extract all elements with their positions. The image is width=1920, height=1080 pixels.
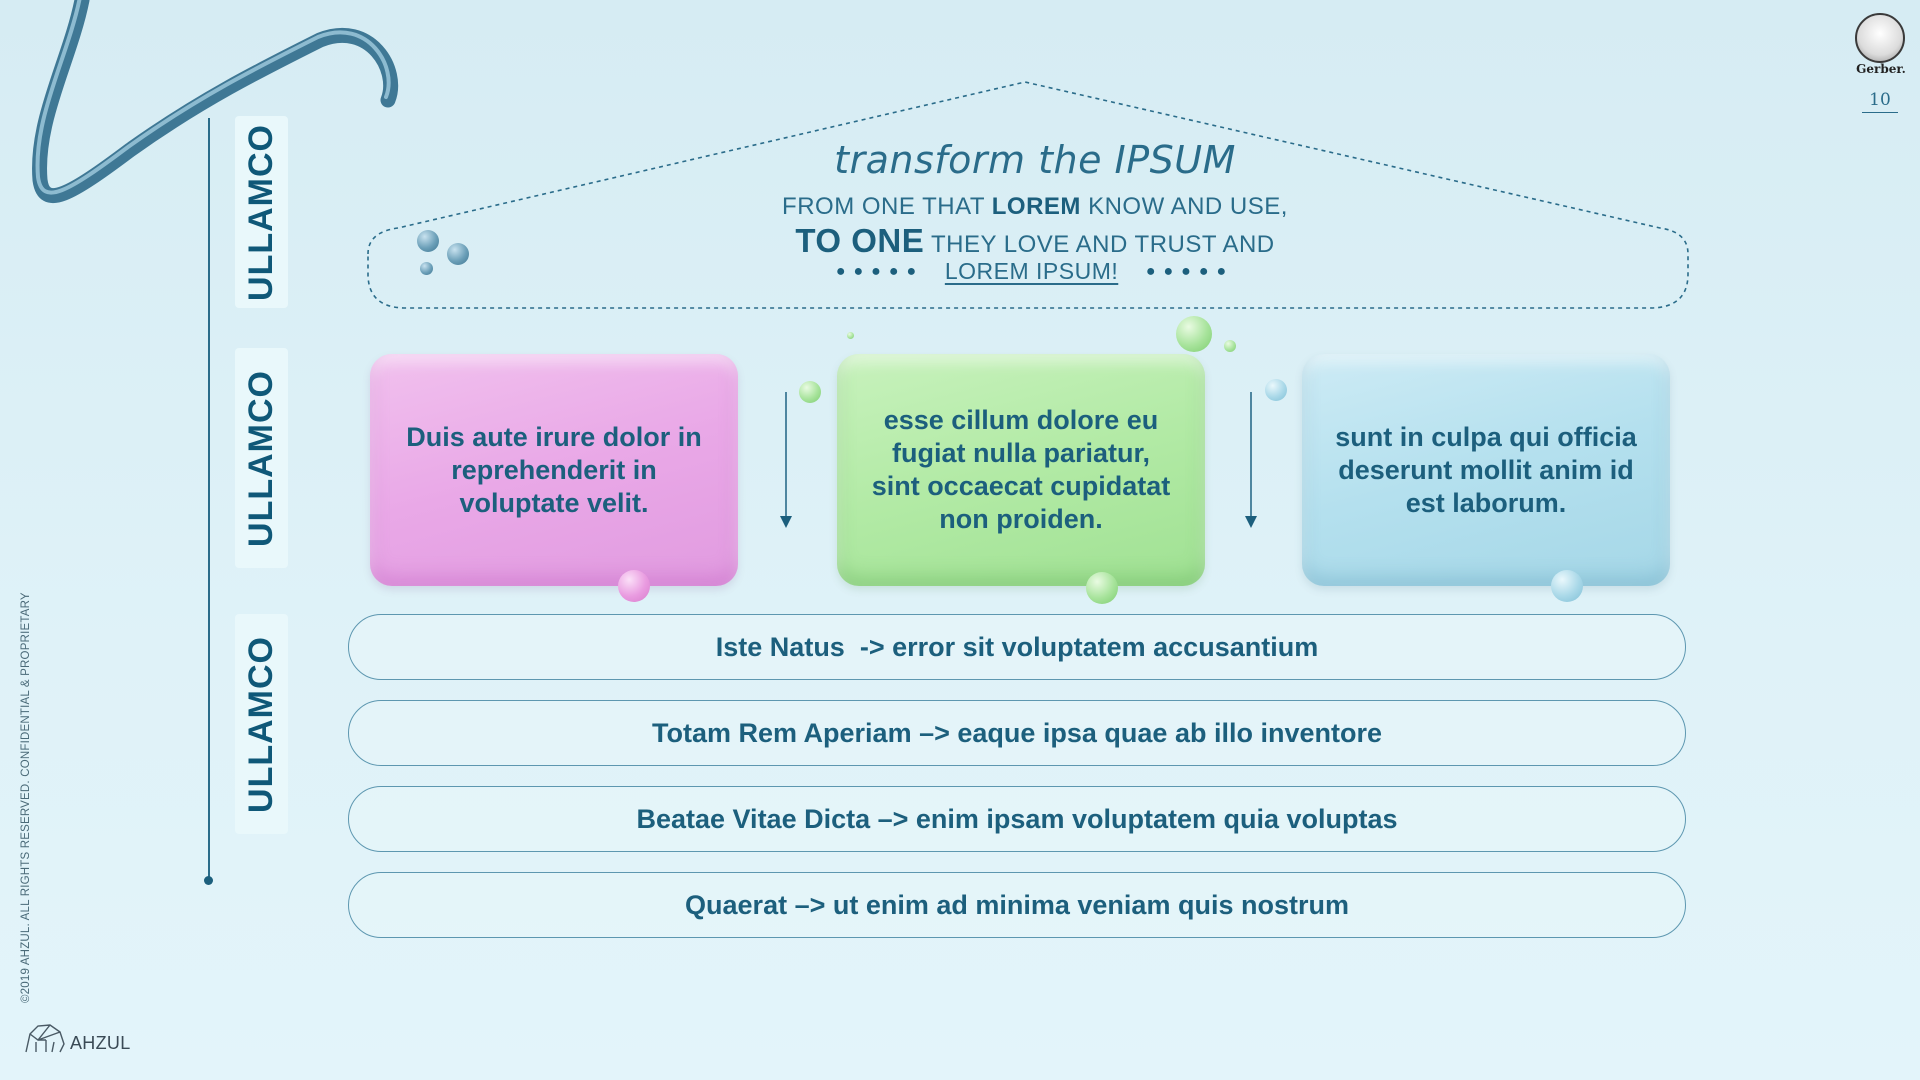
statement-pill: Beatae Vitae Dicta –> enim ipsam volupta… xyxy=(348,786,1686,852)
statement-pill: Totam Rem Aperiam –> eaque ipsa quae ab … xyxy=(348,700,1686,766)
bubble-decoration xyxy=(1086,572,1118,604)
arrow-down-icon xyxy=(1245,392,1257,528)
dots-right: ●●●●● xyxy=(1145,263,1235,280)
bubble-decoration xyxy=(420,262,433,275)
bubble-decoration xyxy=(1265,379,1287,401)
side-label-3: ULLAMCO xyxy=(235,614,288,834)
headline-emphasis: LOREM xyxy=(991,193,1081,220)
card-blue: sunt in culpa qui officia deserunt molli… xyxy=(1302,354,1670,586)
bubble-decoration xyxy=(417,230,439,252)
headline-line-1: FROM ONE THAT LOREM KNOW AND USE, xyxy=(782,193,1288,220)
timeline-line xyxy=(208,118,210,880)
brand-logo-icon xyxy=(1855,13,1905,63)
statement-pill: Quaerat –> ut enim ad minima veniam quis… xyxy=(348,872,1686,938)
card-green: esse cillum dolore eu fugiat nulla paria… xyxy=(837,354,1205,586)
side-label-text: ULLAMCO xyxy=(242,635,280,813)
bubble-decoration xyxy=(447,243,469,265)
headline-line-2: TO ONE THEY LOVE AND TRUST AND xyxy=(795,222,1275,259)
brand-name: Gerber. xyxy=(1856,62,1906,76)
card-pink: Duis aute irure dolor in reprehenderit i… xyxy=(370,354,738,586)
headline-line-3: ●●●●● LOREM IPSUM! ●●●●● xyxy=(620,258,1450,285)
headline-title: transform the IPSUM xyxy=(834,138,1236,182)
bubble-decoration xyxy=(1551,570,1583,602)
side-label-text: ULLAMCO xyxy=(242,369,280,547)
bubble-decoration xyxy=(1224,340,1236,352)
footer-logo-text: AHZUL xyxy=(70,1033,131,1053)
timeline-end-dot xyxy=(204,876,213,885)
page-number: 10 xyxy=(1862,90,1898,113)
headline-big-text: TO ONE xyxy=(795,222,925,259)
elephant-logo-icon xyxy=(25,1024,65,1053)
side-label-2: ULLAMCO xyxy=(235,348,288,568)
headline-link[interactable]: LOREM IPSUM! xyxy=(944,258,1119,284)
roof-outline xyxy=(367,81,1689,309)
bubble-decoration xyxy=(1176,316,1212,352)
copyright-notice: ©2019 AHZUL. ALL RIGHTS RESERVED. CONFID… xyxy=(20,592,32,1003)
bubble-decoration xyxy=(799,381,821,403)
side-label-1: ULLAMCO xyxy=(235,116,288,308)
side-label-text: ULLAMCO xyxy=(242,123,280,301)
decorative-strand xyxy=(32,0,399,204)
arrow-down-icon xyxy=(780,392,792,528)
dots-left: ●●●●● xyxy=(835,263,925,280)
statement-pill: Iste Natus -> error sit voluptatem accus… xyxy=(348,614,1686,680)
bubble-decoration xyxy=(618,570,650,602)
bubble-decoration xyxy=(847,332,854,339)
